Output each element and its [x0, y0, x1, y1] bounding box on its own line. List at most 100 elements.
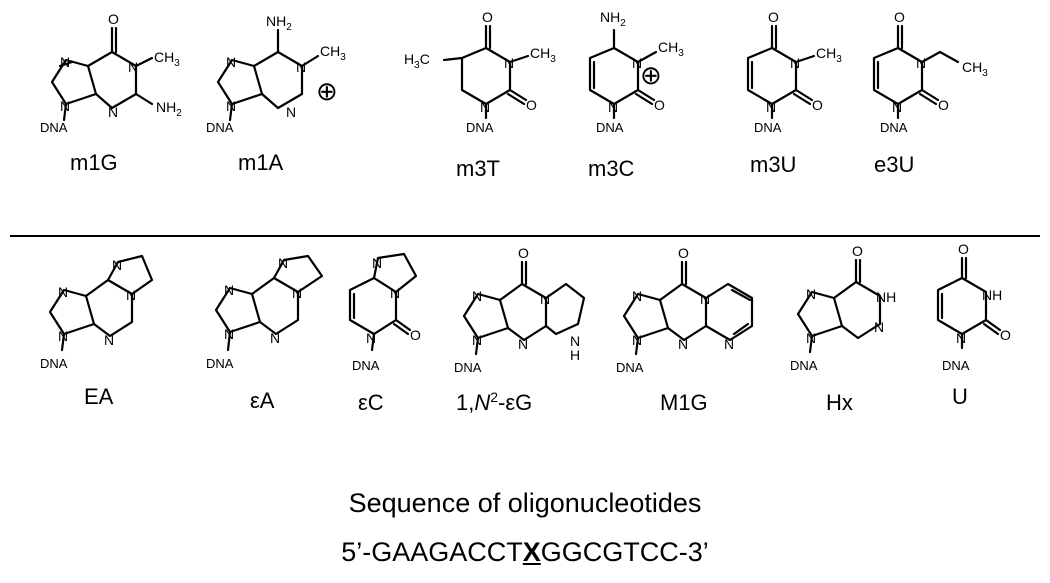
label-epsilon-c: εC — [358, 390, 384, 415]
ea-dna: DNA — [40, 356, 68, 371]
ec-o: O — [410, 327, 421, 343]
ec-n-ring: N — [390, 285, 400, 301]
m3u-structure: O N CH3 O N DNA m3U — [746, 9, 842, 177]
hx-n7: N — [806, 286, 816, 302]
epsilon-c-structure: N N O N DNA εC — [348, 252, 421, 415]
m3c-nh2: NH2 — [600, 9, 626, 29]
sequence-suffix: GGCGTCC-3’ — [540, 537, 709, 567]
m1a-n7: N — [226, 54, 236, 70]
label-epsilon-a: εA — [250, 388, 275, 413]
m1a-n1: N — [296, 59, 306, 75]
eg-n7: N — [472, 288, 482, 304]
e3u-structure: O N CH3 O N DNA e3U — [872, 9, 988, 177]
m3u-n1: N — [766, 99, 776, 115]
m3t-n1: N — [480, 99, 490, 115]
sequence-string: 5’-GAAGACCTXGGCGTCC-3’ — [0, 537, 1050, 568]
e3u-o4: O — [894, 9, 905, 25]
eg-n3: N — [518, 336, 528, 352]
eg-n9: N — [472, 332, 482, 348]
m1g-dna: DNA — [40, 120, 68, 135]
u-nh: NH — [982, 287, 1002, 303]
hx-n-ring: N — [874, 319, 884, 335]
hx-dna: DNA — [790, 358, 818, 373]
hx-o: O — [852, 243, 863, 259]
label-hx: Hx — [826, 390, 853, 415]
u-o4: O — [958, 241, 969, 257]
m3t-ch3: CH3 — [530, 45, 556, 65]
epsilon-a-structure: N N N N N DNA εA — [206, 254, 324, 413]
m1a-n3: N — [286, 104, 296, 120]
m3c-o2: O — [654, 97, 665, 113]
ea-n3: N — [104, 332, 114, 348]
label-epsilon-g: 1,N2-εG — [456, 389, 532, 415]
m1g-n3: N — [108, 104, 118, 120]
m3c-ch3: CH3 — [658, 39, 684, 59]
m1g-n9: N — [60, 98, 70, 114]
label-m1g: m1G — [70, 150, 118, 175]
m1a-nh2: NH2 — [266, 13, 292, 33]
m3c-dna: DNA — [596, 120, 624, 135]
m1gad-n1: N — [700, 291, 710, 307]
m1g-n7: N — [60, 54, 70, 70]
ea-structure: N N N N N DNA EA — [40, 254, 154, 409]
hx-nh: NH — [876, 289, 896, 305]
m3t-n3: N — [504, 55, 514, 71]
ea2-dna: DNA — [206, 356, 234, 371]
m1a-plus: ⊕ — [316, 76, 338, 106]
m3c-structure: NH2 N CH3 O N ⊕ DNA m3C — [588, 9, 684, 181]
modified-base: X — [522, 537, 541, 567]
ea-n-top: N — [112, 257, 122, 273]
ea2-n9: N — [224, 326, 234, 342]
m1a-n9: N — [226, 98, 236, 114]
m3t-o4: O — [482, 9, 493, 25]
ea2-n7: N — [224, 282, 234, 298]
eg-o: O — [518, 245, 529, 261]
u-o2: O — [1000, 327, 1011, 343]
ea-n9: N — [58, 328, 68, 344]
label-m1a: m1A — [238, 150, 284, 175]
eg-dna: DNA — [454, 360, 482, 375]
m1gad-n-ring: N — [724, 336, 734, 352]
ea2-n-ring: N — [292, 285, 302, 301]
m1gad-n9: N — [632, 332, 642, 348]
e3u-ch3: CH3 — [962, 59, 988, 79]
m3u-o4: O — [768, 9, 779, 25]
m3t-structure: O H3C N CH3 O N DNA m3T — [404, 9, 556, 181]
m1gad-o: O — [678, 245, 689, 261]
m3t-h3c: H3C — [404, 51, 430, 71]
ea-n-ring: N — [126, 287, 136, 303]
m3u-n3: N — [790, 55, 800, 71]
ea2-n3: N — [270, 330, 280, 346]
ec-dna: DNA — [352, 358, 380, 373]
hx-n9: N — [806, 330, 816, 346]
e3u-dna: DNA — [880, 120, 908, 135]
m3t-dna: DNA — [466, 120, 494, 135]
label-ea: EA — [84, 384, 114, 409]
m1a-dna: DNA — [206, 120, 234, 135]
m1g-structure: O N CH3 NH2 N N N DNA m1G — [40, 11, 182, 175]
label-m3t: m3T — [456, 156, 500, 181]
label-m1g-adduct: M1G — [660, 390, 708, 415]
m1gad-dna: DNA — [616, 360, 644, 375]
m3c-n1: N — [608, 99, 618, 115]
m1gad-n3: N — [678, 336, 688, 352]
m1g-o: O — [108, 11, 119, 27]
m3u-o2: O — [812, 97, 823, 113]
m1g-nh2: NH2 — [156, 99, 182, 119]
label-m3u: m3U — [750, 152, 796, 177]
m1g-n1: N — [128, 59, 138, 75]
m3u-dna: DNA — [754, 120, 782, 135]
ea-n7: N — [58, 284, 68, 300]
sequence-title: Sequence of oligonucleotides — [348, 488, 702, 518]
sequence-prefix: 5’-GAAGACCT — [341, 537, 523, 567]
m1g-adduct-structure: O N N N N N DNA M1G — [616, 245, 754, 415]
m3u-ch3: CH3 — [816, 45, 842, 65]
e3u-n1: N — [892, 99, 902, 115]
ea2-n-top: N — [278, 255, 288, 271]
e3u-n3: N — [916, 55, 926, 71]
label-e3u: e3U — [874, 152, 914, 177]
m1g-ch3: CH3 — [154, 49, 180, 69]
